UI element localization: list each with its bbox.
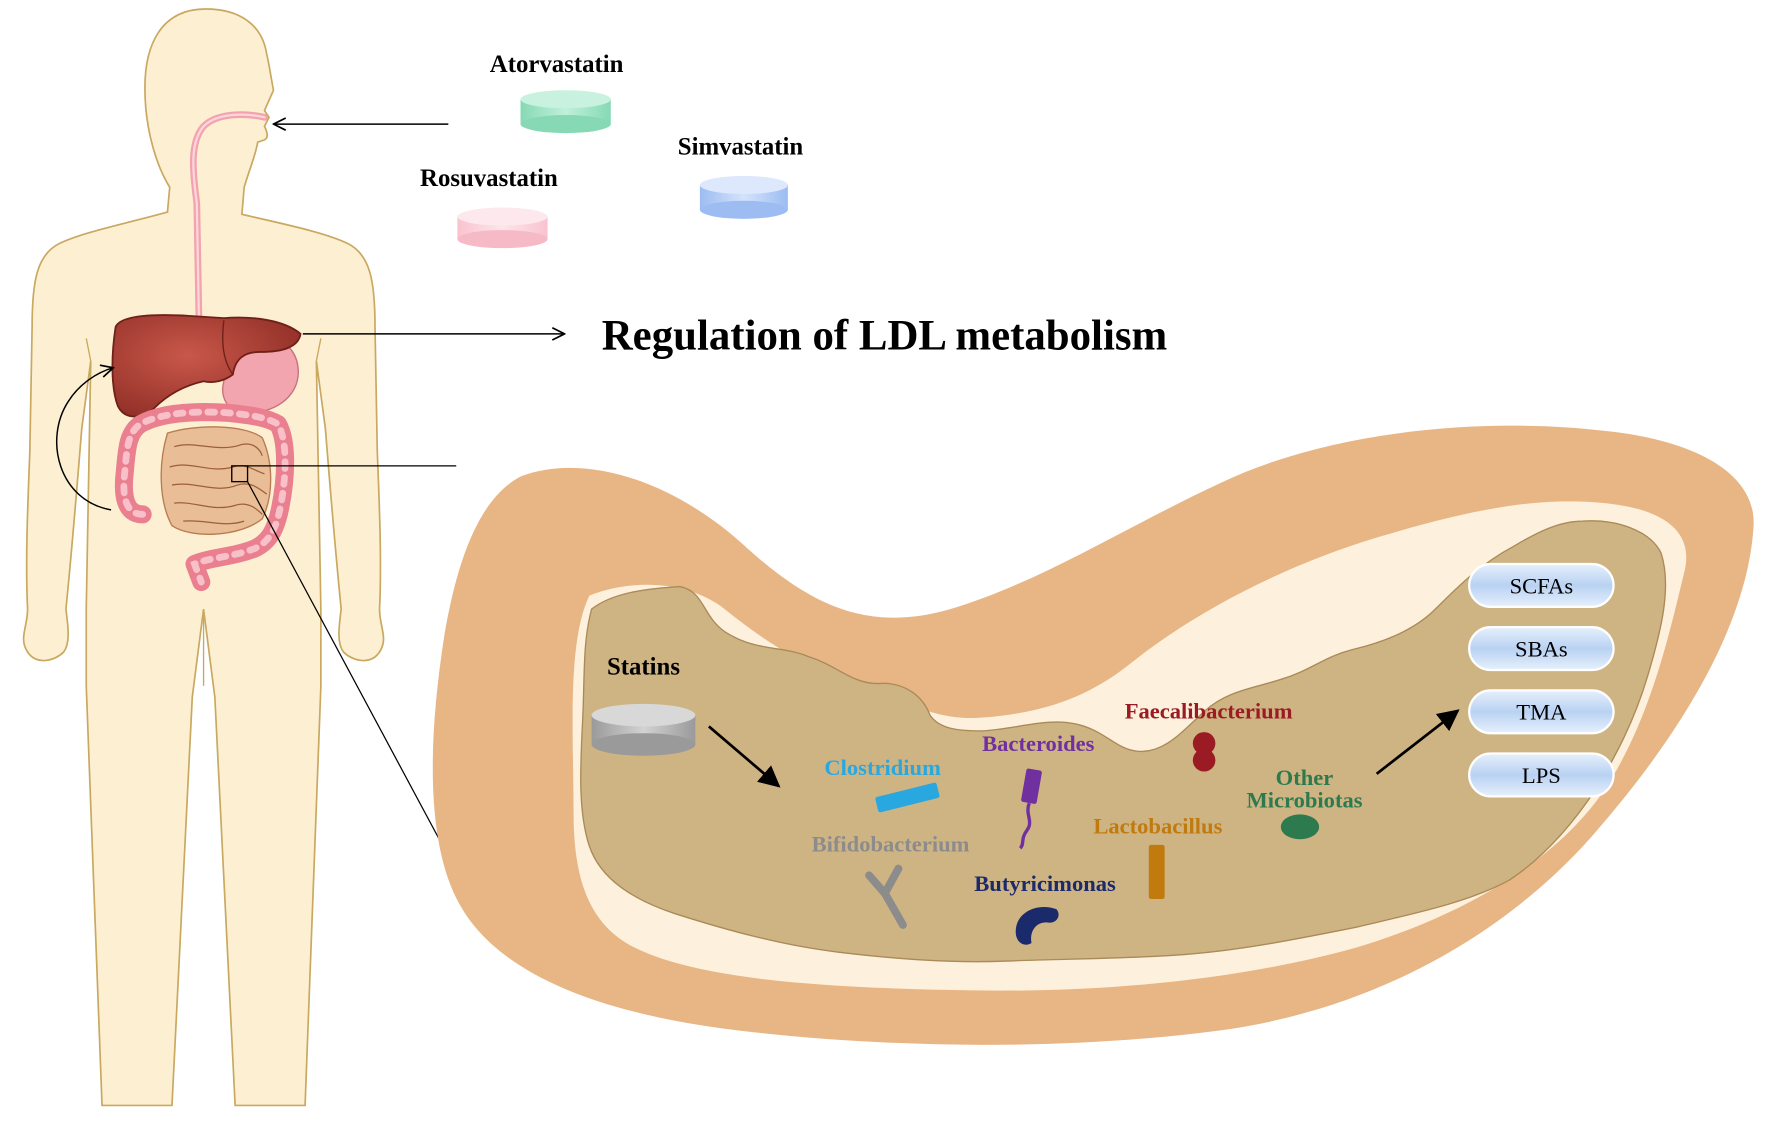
bifidobacterium-label: Bifidobacterium [812, 832, 970, 857]
metabolite-tma: TMA [1468, 689, 1615, 735]
clostridium-icon [875, 782, 940, 813]
other-microbiota-icon [1280, 814, 1320, 840]
faecalibacterium-label: Faecalibacterium [1125, 699, 1293, 724]
butyricimonas-icon [1015, 906, 1059, 945]
metabolites-arrow [1375, 709, 1460, 775]
zoom-box [231, 465, 249, 483]
atorvastatin-label: Atorvastatin [490, 51, 624, 78]
enterohepatic-arrow [55, 368, 114, 511]
svg-text:TMA: TMA [1516, 700, 1567, 725]
rosuvastatin-tablet [457, 207, 548, 249]
gut-lumen [580, 520, 1667, 963]
colon [114, 403, 295, 592]
simvastatin-tablet [699, 175, 788, 219]
faecalibacterium-icon [1192, 732, 1216, 772]
lactobacillus-icon [1148, 844, 1165, 900]
small-intestine [160, 426, 272, 535]
svg-text:SCFAs: SCFAs [1510, 573, 1574, 598]
human-body-figure [22, 8, 457, 1107]
rosuvastatin-label: Rosuvastatin [420, 165, 558, 192]
svg-text:SBAs: SBAs [1515, 636, 1568, 661]
statins-label: Statins [607, 654, 680, 681]
butyricimonas-label: Butyricimonas [974, 871, 1116, 896]
metabolite-lps: LPS [1468, 752, 1615, 798]
bacteroides-icon [1018, 768, 1042, 850]
statins-arrow [708, 725, 781, 788]
metabolite-scfas: SCFAs [1468, 562, 1615, 608]
gut-segment [432, 425, 1754, 1045]
lactobacillus-label: Lactobacillus [1093, 814, 1222, 839]
bifidobacterium-icon [865, 864, 907, 929]
metabolite-sbas: SBAs [1468, 626, 1615, 672]
clostridium-label: Clostridium [824, 755, 941, 780]
simvastatin-label: Simvastatin [678, 134, 804, 161]
atorvastatin-tablet [520, 90, 611, 134]
bacteroides-label: Bacteroides [982, 731, 1095, 756]
liver [111, 314, 302, 418]
svg-text:LPS: LPS [1522, 763, 1561, 788]
microbiotas-label: Microbiotas [1246, 788, 1362, 813]
other-label: Other [1276, 765, 1334, 790]
statins-tablet [591, 703, 696, 756]
liver-effect-label: Regulation of LDL metabolism [602, 313, 1168, 360]
